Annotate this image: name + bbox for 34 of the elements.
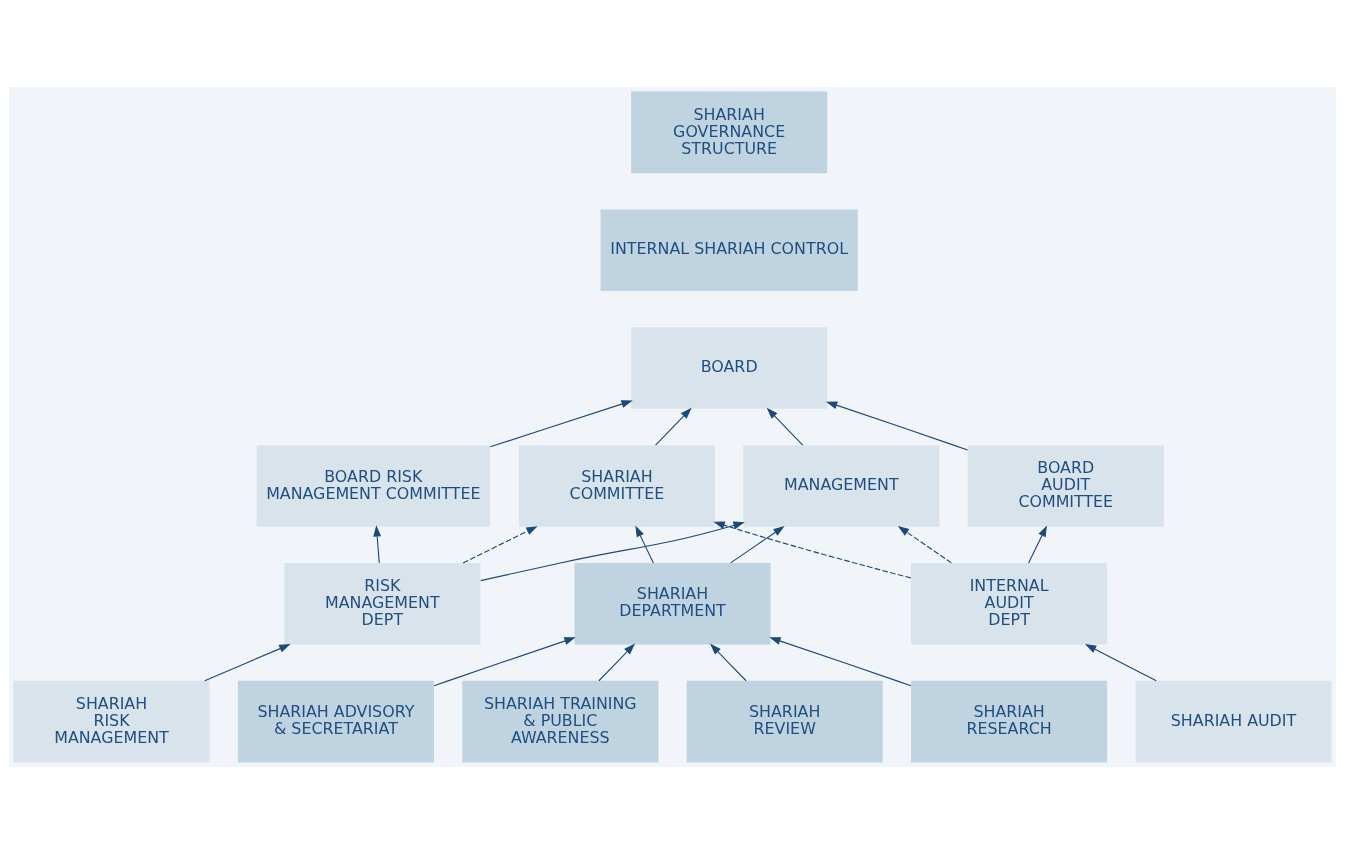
- arrow: [897, 525, 952, 564]
- node-box: SHARIAH RISK MANAGEMENT: [13, 680, 210, 763]
- node-box: INTERNAL AUDIT DEPT: [911, 563, 1108, 645]
- node-box: SHARIAH ADVISORY & SECRETARIAT: [237, 680, 434, 763]
- node-box: SHARIAH AUDIT: [1135, 680, 1332, 763]
- node-box: SHARIAH DEPARTMENT: [574, 563, 771, 645]
- arrow: [598, 643, 635, 682]
- arrow: [489, 400, 633, 448]
- node-box: INTERNAL SHARIAH CONTROL: [600, 209, 858, 291]
- node-box: SHARIAH RESEARCH: [911, 680, 1108, 763]
- arrow: [462, 526, 538, 564]
- node-box: BOARD: [631, 327, 828, 409]
- arrow: [713, 521, 912, 579]
- node-box: BOARD AUDIT COMMITTEE: [967, 445, 1164, 527]
- node-box: RISK MANAGEMENT DEPT: [284, 563, 481, 645]
- arrow: [373, 525, 382, 564]
- node-box: BOARD RISK MANAGEMENT COMMITTEE: [256, 445, 491, 527]
- node-box: SHARIAH GOVERNANCE STRUCTURE: [631, 91, 828, 174]
- node-box: MANAGEMENT: [743, 445, 940, 527]
- arrow: [710, 643, 747, 682]
- arrow: [480, 521, 745, 582]
- arrow: [825, 401, 969, 451]
- arrow: [1028, 525, 1047, 564]
- arrow: [635, 525, 654, 564]
- node-box: SHARIAH REVIEW: [686, 680, 883, 763]
- arrow: [655, 407, 692, 446]
- arrow: [204, 644, 291, 682]
- node-box: SHARIAH TRAINING & PUBLIC AWARENESS: [462, 680, 659, 763]
- arrow: [769, 637, 912, 687]
- arrow: [730, 525, 785, 564]
- node-box: SHARIAH COMMITTEE: [518, 445, 715, 527]
- arrow: [433, 637, 576, 687]
- arrow: [1084, 644, 1157, 682]
- arrow: [766, 407, 804, 446]
